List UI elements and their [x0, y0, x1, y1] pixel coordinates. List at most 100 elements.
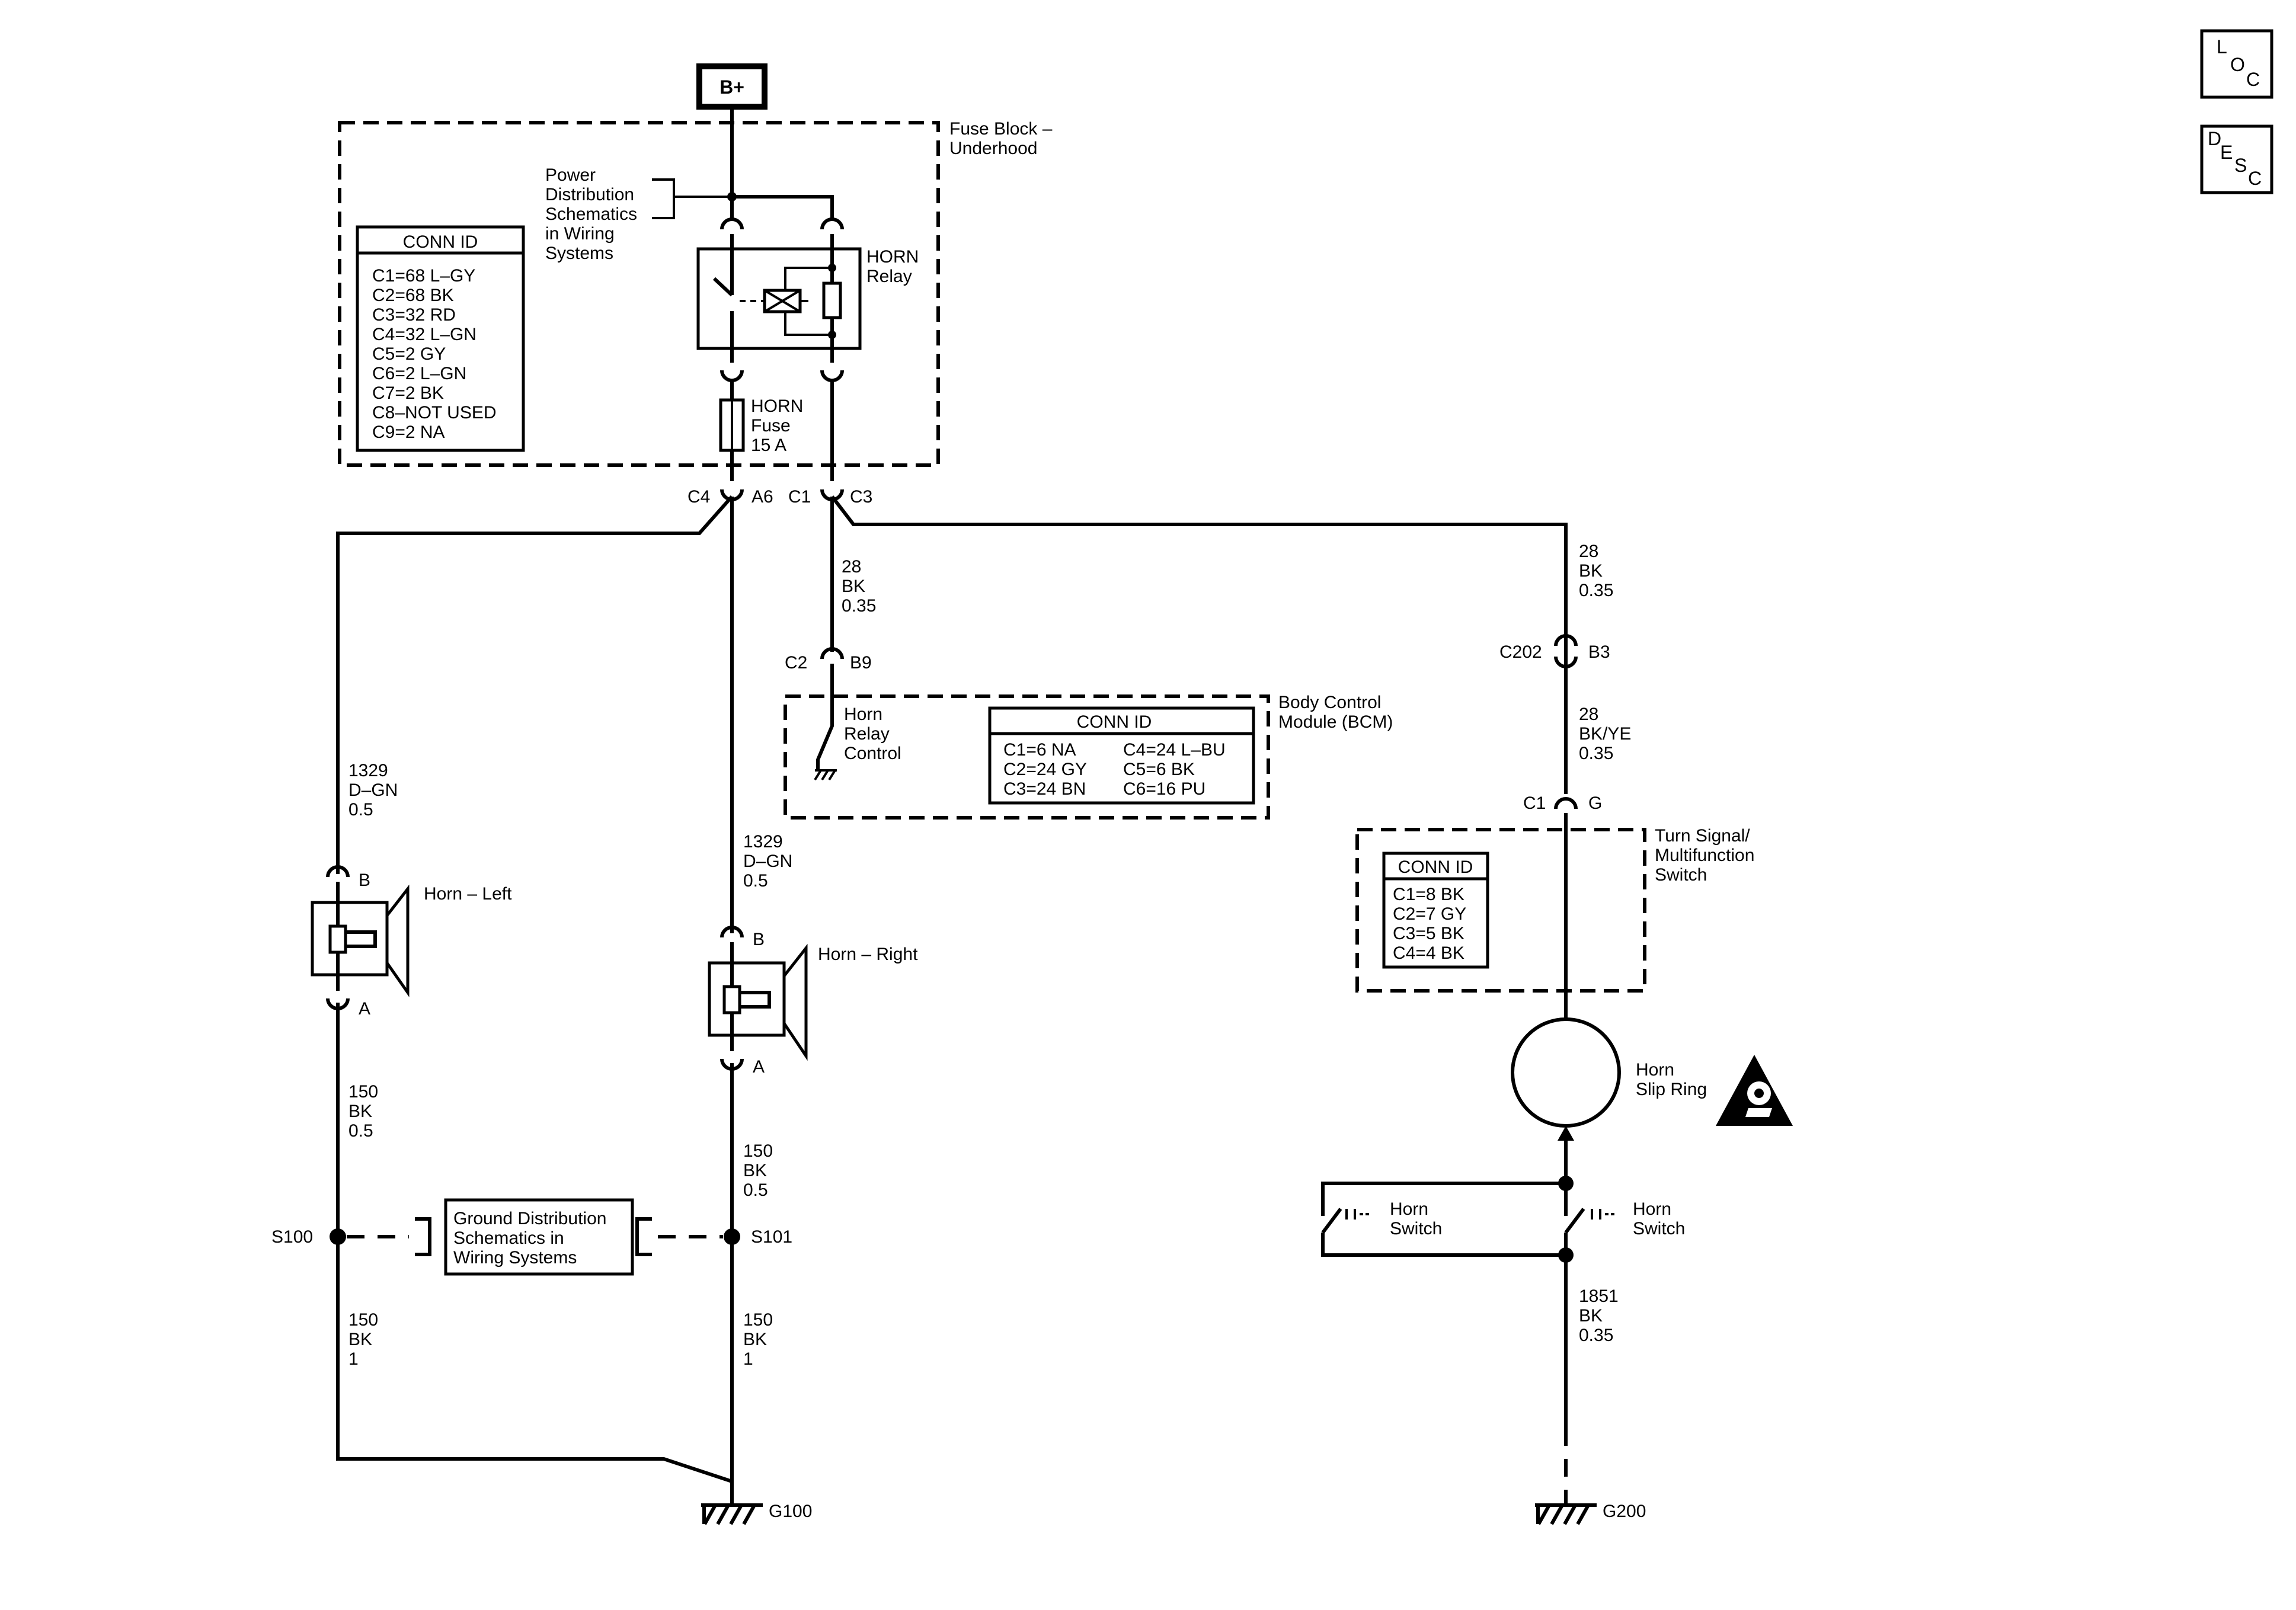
bcm-title-2: Module (BCM)	[1278, 712, 1393, 732]
svg-text:28: 28	[1579, 705, 1598, 724]
svg-text:0.35: 0.35	[1579, 581, 1613, 600]
svg-text:150: 150	[743, 1141, 773, 1161]
svg-text:0.35: 0.35	[1579, 1326, 1613, 1345]
svg-text:C5=2 GY: C5=2 GY	[372, 344, 446, 364]
svg-text:BK: BK	[1579, 1306, 1603, 1326]
svg-text:28: 28	[842, 557, 861, 577]
fuse-block-conn-id-table: CONN ID C1=68 L–GY C2=68 BK C3=32 RD C4=…	[356, 225, 525, 452]
loc-button[interactable]: L O C	[2200, 29, 2273, 99]
svg-text:Slip Ring: Slip Ring	[1636, 1080, 1707, 1099]
svg-text:150: 150	[348, 1082, 378, 1102]
svg-text:D–GN: D–GN	[743, 852, 792, 871]
svg-text:BK: BK	[348, 1330, 372, 1349]
horn-fuse-rating: 15 A	[751, 436, 786, 455]
horn-right-label: Horn – Right	[818, 945, 918, 964]
svg-text:0.5: 0.5	[743, 1180, 768, 1200]
svg-text:C2=24 GY: C2=24 GY	[1003, 760, 1087, 779]
svg-text:C8–NOT USED: C8–NOT USED	[372, 403, 497, 422]
power-distribution-reference[interactable]: Power Distribution Schematics in Wiring …	[545, 165, 732, 263]
horn-fuse-label: HORN	[751, 396, 803, 416]
fuse-block-title-2: Underhood	[949, 139, 1037, 158]
terminal-a6: A6	[752, 487, 773, 507]
terminal-c4: C4	[687, 487, 710, 507]
svg-text:0.5: 0.5	[743, 871, 768, 891]
svg-text:CONN ID: CONN ID	[1398, 857, 1473, 877]
horn-left-pin-a: A	[359, 999, 370, 1019]
svg-text:E: E	[2220, 142, 2233, 163]
ground-symbol-icon	[701, 1503, 763, 1525]
svg-text:C7=2 BK: C7=2 BK	[372, 383, 444, 403]
svg-text:C1=8 BK: C1=8 BK	[1393, 885, 1464, 904]
horn-switch-left	[1321, 1182, 1566, 1257]
horn-right-pin-b: B	[753, 930, 765, 949]
svg-text:1: 1	[348, 1349, 359, 1369]
svg-text:CONN ID: CONN ID	[403, 232, 478, 252]
horn-relay-control-switch	[814, 699, 837, 781]
splice-s100	[330, 1228, 346, 1245]
svg-text:1329: 1329	[348, 761, 388, 780]
horn-switch-right	[1564, 1183, 1614, 1255]
svg-text:1: 1	[743, 1349, 753, 1369]
svg-text:C9=2 NA: C9=2 NA	[372, 422, 445, 442]
svg-text:C3=24 BN: C3=24 BN	[1003, 779, 1086, 799]
wire-relay-to-c202	[830, 495, 1568, 637]
svg-text:Ground Distribution: Ground Distribution	[453, 1209, 606, 1228]
svg-text:S101: S101	[751, 1227, 792, 1247]
svg-text:Power: Power	[545, 165, 596, 185]
switch-pin-g: G	[1588, 793, 1602, 813]
svg-text:C3=5 BK: C3=5 BK	[1393, 924, 1464, 943]
svg-text:Switch: Switch	[1633, 1219, 1685, 1238]
svg-text:Horn: Horn	[1636, 1060, 1674, 1080]
turn-signal-switch-title-2: Multifunction	[1655, 846, 1754, 865]
c202-pin-b3: B3	[1588, 642, 1610, 662]
splice-s101	[724, 1228, 740, 1245]
turn-signal-switch-title: Turn Signal/	[1655, 826, 1750, 846]
bcm-boundary	[784, 694, 1270, 820]
turn-signal-conn-id-table: CONN ID C1=8 BK C2=7 GY C3=5 BK C4=4 BK	[1382, 852, 1489, 969]
horn-relay-label: HORN	[866, 247, 919, 267]
fuse-block-boundary	[338, 121, 940, 467]
svg-text:1851: 1851	[1579, 1286, 1619, 1306]
wire-left-horn-feed	[336, 495, 734, 874]
horn-relay-label-2: Relay	[866, 267, 912, 286]
svg-text:C: C	[2246, 69, 2260, 90]
horn-slip-ring	[1511, 1017, 1621, 1128]
svg-text:Schematics in: Schematics in	[453, 1228, 564, 1248]
svg-text:28: 28	[1579, 542, 1598, 561]
svg-text:C3=32 RD: C3=32 RD	[372, 305, 456, 325]
desc-button[interactable]: D E S C	[2200, 124, 2273, 194]
svg-text:BK/YE: BK/YE	[1579, 724, 1631, 744]
svg-text:150: 150	[348, 1310, 378, 1330]
svg-text:S: S	[2234, 155, 2247, 176]
svg-text:0.35: 0.35	[842, 596, 876, 616]
svg-text:BK: BK	[842, 577, 865, 596]
svg-text:C5=6 BK: C5=6 BK	[1123, 760, 1195, 779]
svg-text:O: O	[2230, 54, 2245, 75]
c202-connector: C202	[1499, 642, 1542, 662]
svg-text:BK: BK	[1579, 561, 1603, 581]
svg-text:1329: 1329	[743, 832, 783, 852]
svg-text:BK: BK	[743, 1330, 767, 1349]
ground-symbol-icon	[1535, 1503, 1597, 1525]
fuse-block-title: Fuse Block –	[949, 119, 1053, 139]
svg-text:C4=4 BK: C4=4 BK	[1393, 943, 1464, 963]
svg-text:150: 150	[743, 1310, 773, 1330]
terminal-c1: C1	[788, 487, 811, 507]
bcm-conn-id-table: CONN ID C1=6 NA C2=24 GY C3=24 BN C4=24 …	[988, 706, 1255, 805]
horn-left-label: Horn – Left	[424, 884, 512, 904]
svg-text:C6=16 PU: C6=16 PU	[1123, 779, 1205, 799]
svg-text:C2=7 GY: C2=7 GY	[1393, 904, 1466, 924]
horn-right-pin-a: A	[753, 1057, 765, 1077]
svg-text:0.5: 0.5	[348, 1121, 373, 1141]
svg-text:L: L	[2217, 36, 2227, 57]
svg-text:CONN ID: CONN ID	[1077, 712, 1152, 732]
svg-text:BK: BK	[348, 1102, 372, 1121]
svg-text:B+: B+	[720, 76, 744, 98]
ground-distribution-reference[interactable]: Ground Distribution Schematics in Wiring…	[444, 1198, 634, 1276]
svg-text:Schematics: Schematics	[545, 204, 637, 224]
svg-text:C1=68 L–GY: C1=68 L–GY	[372, 266, 475, 286]
ground-g200: G200	[1603, 1502, 1646, 1521]
svg-text:C4=32 L–GN: C4=32 L–GN	[372, 325, 477, 344]
svg-text:Horn: Horn	[844, 705, 882, 724]
